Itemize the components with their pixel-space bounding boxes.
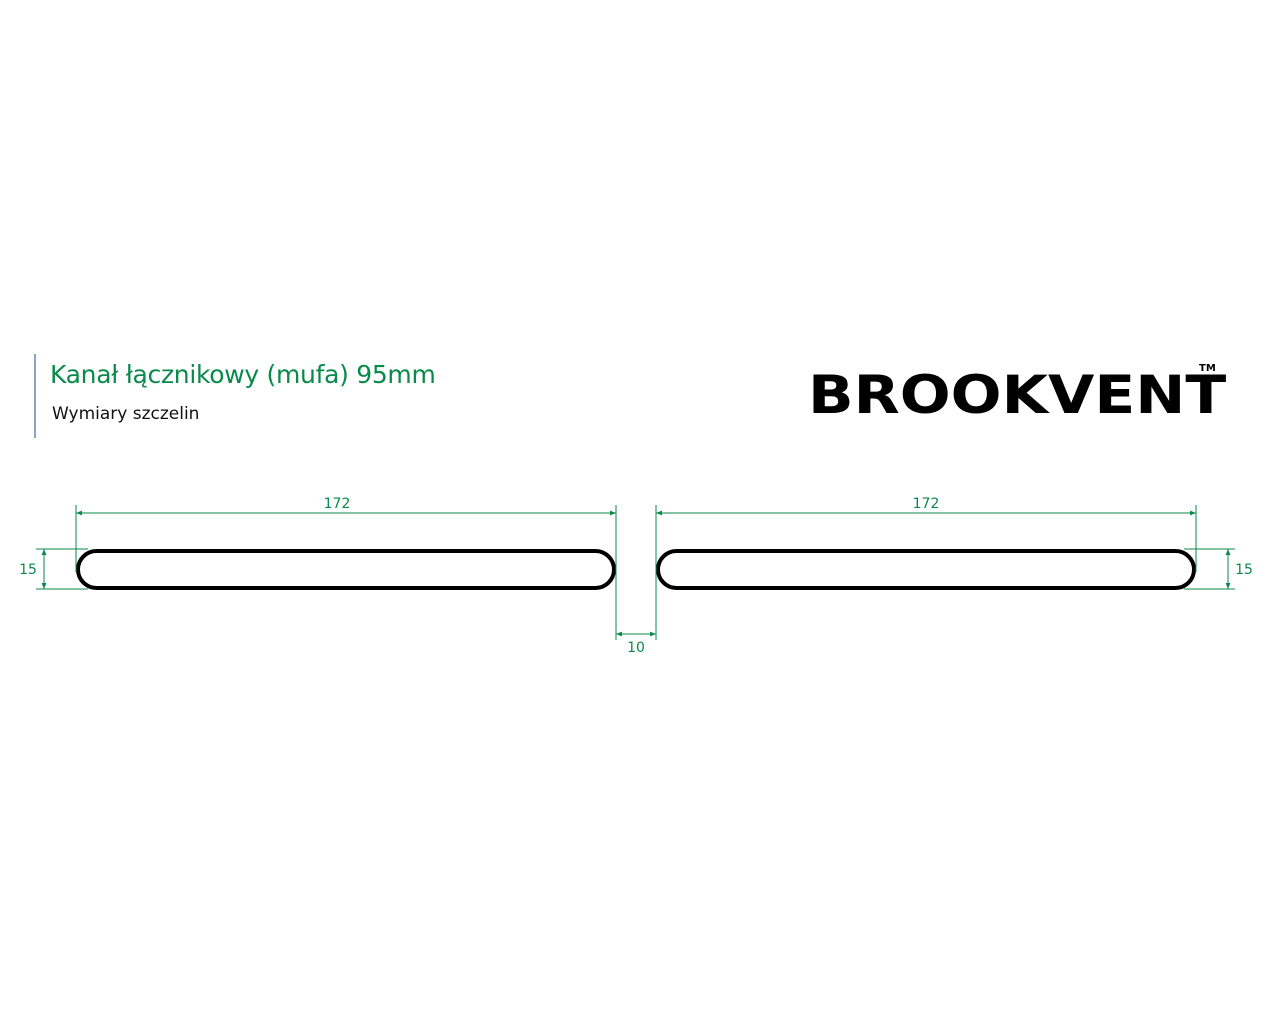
right-length-label: 172 bbox=[913, 496, 940, 512]
page-title: Kanał łącznikowy (mufa) 95mm bbox=[50, 360, 436, 389]
trademark-mark: TM bbox=[1199, 363, 1216, 374]
title-accent-bar bbox=[34, 354, 36, 438]
page-subtitle: Wymiary szczelin bbox=[52, 404, 200, 424]
right-height-label: 15 bbox=[1235, 562, 1253, 578]
left-height-label: 15 bbox=[19, 562, 37, 578]
gap-label: 10 bbox=[627, 640, 645, 656]
left-length-label: 172 bbox=[324, 496, 351, 512]
brookvent-logo: BROOKVENT bbox=[808, 365, 1227, 426]
right-slot-outline bbox=[656, 549, 1196, 590]
left-slot-outline bbox=[76, 549, 616, 590]
